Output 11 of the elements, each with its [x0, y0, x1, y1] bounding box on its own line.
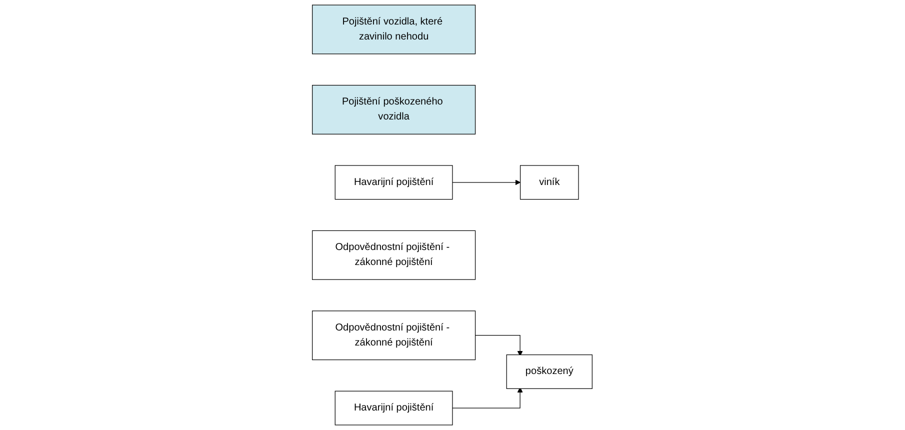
arrow	[452, 180, 521, 186]
node-box: Pojištění vozidla, které zavinilo nehodu	[312, 4, 476, 54]
node-box: Odpovědnostní pojištění - zákonné pojištění	[312, 310, 476, 360]
node-box: viník	[520, 165, 580, 200]
node-box: Havarijní pojištění	[335, 390, 454, 426]
node-box: Havarijní pojištění	[335, 165, 454, 200]
node-box: Pojištění poškozeného vozidla	[312, 84, 476, 134]
node-box: poškozený	[506, 354, 593, 389]
arrow	[475, 335, 524, 356]
node-box: Odpovědnostní pojištění - zákonné pojištění	[312, 230, 476, 280]
arrow	[452, 387, 524, 408]
